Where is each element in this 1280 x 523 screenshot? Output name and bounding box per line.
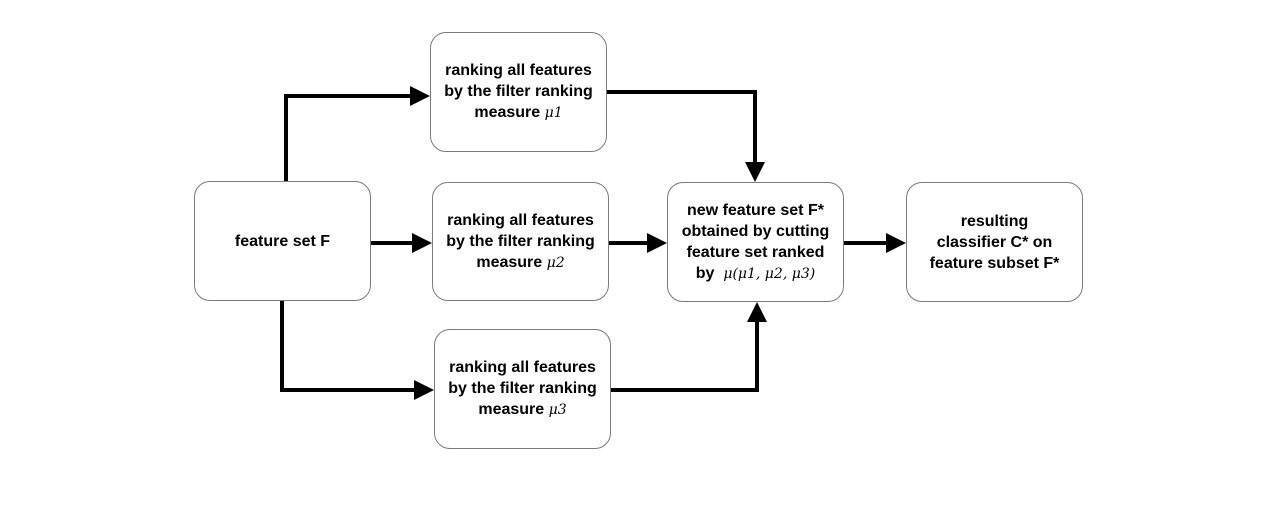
- ranking-2-text: ranking all features by the filter ranki…: [442, 210, 598, 274]
- result-text: resulting classifier C* on feature subse…: [926, 211, 1064, 274]
- ranking-1-measure-symbol: μ1: [544, 105, 563, 121]
- ranking-3-text: ranking all features by the filter ranki…: [444, 357, 600, 421]
- ranking-3-line-2: by the filter ranking: [448, 380, 597, 397]
- feature-set-label: feature set F: [234, 232, 331, 250]
- ranking-3-line-1: ranking all features: [449, 359, 596, 376]
- new-set-line-1: new feature set F*: [687, 201, 824, 219]
- ranking-2-line-1: ranking all features: [447, 211, 594, 229]
- result-line-3: feature subset F*: [929, 254, 1060, 272]
- arrowhead-rank2: [412, 233, 432, 253]
- arrowhead-new-set-left: [647, 233, 667, 253]
- ranking-2-line-2: by the filter ranking: [446, 232, 595, 250]
- edge-feature-set-to-rank1: [284, 94, 412, 181]
- ranking-2-measure-word: measure: [476, 253, 543, 271]
- arrowhead-new-set-bottom: [747, 302, 767, 322]
- new-set-text: new feature set F* obtained by cutting f…: [678, 200, 834, 285]
- arrowhead-rank3: [414, 380, 434, 400]
- node-ranking-measure-1: ranking all features by the filter ranki…: [430, 32, 607, 152]
- edge-feature-set-to-rank3: [280, 301, 416, 392]
- edge-rank3-to-new-set: [611, 320, 759, 392]
- new-set-formula: μ(μ1, μ2, μ3): [723, 265, 816, 282]
- node-feature-set: feature set F: [194, 181, 371, 301]
- ranking-3-measure-word: measure: [478, 401, 545, 418]
- result-line-2: classifier C* on: [936, 233, 1053, 251]
- ranking-2-measure-symbol: μ2: [546, 254, 565, 271]
- node-ranking-measure-3: ranking all features by the filter ranki…: [434, 329, 611, 449]
- arrowhead-rank1: [410, 86, 430, 106]
- new-set-line-3: feature set ranked: [686, 243, 825, 261]
- edge-rank1-to-new-set: [607, 90, 757, 164]
- ranking-3-line-3: measure μ3: [448, 399, 596, 421]
- ranking-1-line-1: ranking all features: [445, 62, 592, 79]
- result-line-1: resulting: [960, 212, 1029, 230]
- new-set-line-4: by μ(μ1, μ2, μ3): [682, 263, 830, 285]
- node-new-feature-set: new feature set F* obtained by cutting f…: [667, 182, 844, 302]
- ranking-1-text: ranking all features by the filter ranki…: [440, 60, 596, 124]
- node-resulting-classifier: resulting classifier C* on feature subse…: [906, 182, 1083, 302]
- arrowhead-new-set-top: [745, 162, 765, 182]
- ranking-1-line-3: measure μ1: [444, 102, 592, 124]
- arrowhead-result: [886, 233, 906, 253]
- ranking-3-measure-symbol: μ3: [548, 402, 567, 418]
- new-set-by-word: by: [695, 264, 715, 282]
- new-set-line-2: obtained by cutting: [681, 222, 830, 240]
- ranking-1-measure-word: measure: [474, 104, 541, 121]
- ranking-1-line-2: by the filter ranking: [444, 83, 593, 100]
- node-ranking-measure-2: ranking all features by the filter ranki…: [432, 182, 609, 301]
- ranking-2-line-3: measure μ2: [446, 252, 594, 274]
